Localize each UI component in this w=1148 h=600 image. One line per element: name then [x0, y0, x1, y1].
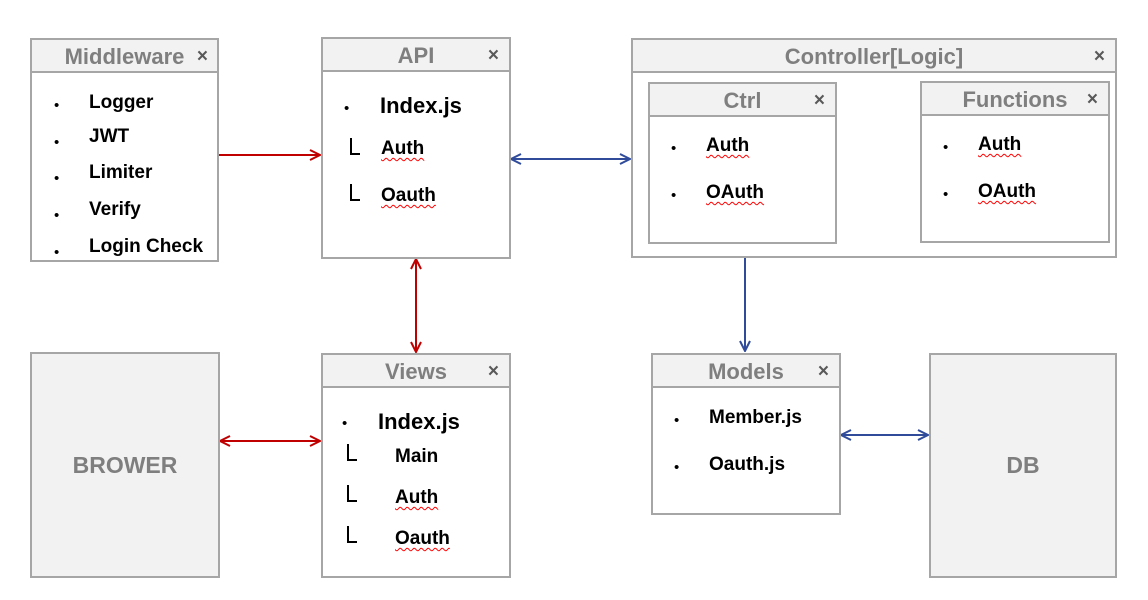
api-child-auth: Auth: [381, 138, 425, 159]
ctrl-close-icon[interactable]: ×: [813, 90, 825, 111]
functions-item-oauth: OAuth: [978, 181, 1037, 202]
models-box: Models × • Member.js • Oauth.js: [651, 353, 841, 515]
ctrl-box: Ctrl × • Auth • OAuth: [648, 82, 837, 244]
views-main-file: Index.js: [378, 409, 460, 434]
functions-title: Functions: [962, 87, 1068, 112]
bullet-icon: •: [671, 187, 677, 204]
controller-close-icon[interactable]: ×: [1093, 46, 1105, 67]
views-header: [323, 355, 509, 388]
ctrl-item-auth: Auth: [706, 135, 750, 156]
middleware-item-verify: Verify: [89, 199, 141, 220]
bullet-icon: •: [342, 415, 348, 432]
api-title: API: [397, 43, 435, 68]
middleware-item-login-check: Login Check: [89, 236, 204, 257]
api-main-file: Index.js: [380, 93, 462, 118]
tree-branch-icon: [347, 485, 357, 502]
browser-block: BROWER: [30, 352, 220, 578]
ctrl-header: [650, 84, 835, 117]
controller-box: Controller[Logic] × Ctrl × • Auth • OAut…: [631, 38, 1117, 258]
middleware-item-jwt: JWT: [89, 126, 130, 147]
models-item-oauth: Oauth.js: [709, 454, 786, 475]
views-child-auth: Auth: [395, 487, 439, 508]
controller-header: [633, 40, 1115, 73]
ctrl-item-oauth: OAuth: [706, 182, 765, 203]
middleware-header: [32, 40, 217, 73]
bullet-icon: •: [54, 244, 60, 261]
bullet-icon: •: [671, 140, 677, 157]
api-header: [323, 39, 509, 72]
bullet-icon: •: [54, 207, 60, 224]
functions-item-auth: Auth: [978, 134, 1022, 155]
ctrl-title: Ctrl: [723, 88, 762, 113]
browser-label: BROWER: [72, 451, 178, 478]
models-header: [653, 355, 839, 388]
views-child-main: Main: [395, 446, 439, 467]
views-title: Views: [385, 359, 447, 384]
middleware-box: Middleware × • Logger • JWT • Limiter • …: [30, 38, 219, 262]
bullet-icon: •: [943, 186, 949, 203]
bullet-icon: •: [54, 97, 60, 114]
views-box: Views × • Index.js Main Auth Oauth: [321, 353, 511, 578]
bullet-icon: •: [674, 459, 680, 476]
models-close-icon[interactable]: ×: [817, 361, 829, 382]
functions-close-icon[interactable]: ×: [1086, 89, 1098, 110]
db-block: DB: [929, 353, 1117, 578]
api-box: API × • Index.js Auth Oauth: [321, 37, 511, 259]
controller-title: Controller[Logic]: [784, 44, 964, 69]
bullet-icon: •: [54, 170, 60, 187]
bullet-icon: •: [344, 100, 350, 117]
bullet-icon: •: [943, 139, 949, 156]
bullet-icon: •: [54, 134, 60, 151]
db-label: DB: [1006, 452, 1040, 478]
middleware-item-logger: Logger: [89, 92, 154, 113]
models-item-member: Member.js: [709, 407, 802, 428]
views-close-icon[interactable]: ×: [487, 361, 499, 382]
middleware-item-limiter: Limiter: [89, 162, 153, 183]
tree-branch-icon: [350, 138, 360, 155]
functions-box: Functions × • Auth • OAuth: [920, 81, 1110, 243]
middleware-title: Middleware: [64, 44, 185, 69]
middleware-close-icon[interactable]: ×: [196, 46, 208, 67]
views-child-oauth: Oauth: [395, 528, 450, 549]
api-close-icon[interactable]: ×: [487, 45, 499, 66]
tree-branch-icon: [350, 184, 360, 201]
api-child-oauth: Oauth: [381, 185, 436, 206]
models-title: Models: [708, 359, 784, 384]
bullet-icon: •: [674, 412, 680, 429]
tree-branch-icon: [347, 444, 357, 461]
tree-branch-icon: [347, 526, 357, 543]
functions-header: [922, 83, 1108, 116]
